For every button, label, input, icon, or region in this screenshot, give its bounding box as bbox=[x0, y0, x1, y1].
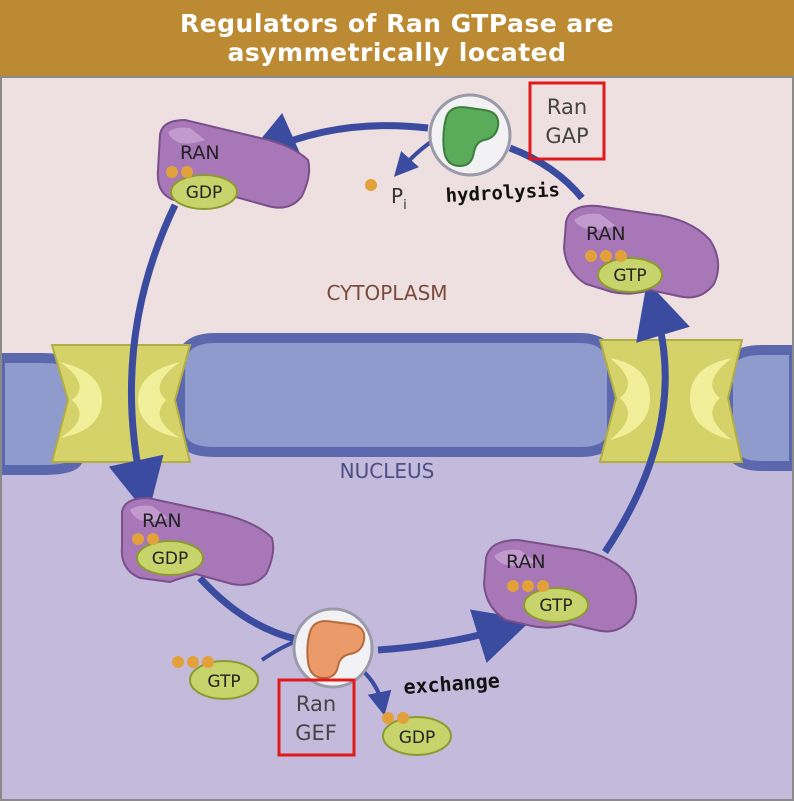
arrow-gef-out bbox=[377, 609, 532, 664]
ran-gtp-cytoplasm: RAN GTP bbox=[562, 204, 720, 299]
title-line-1: Regulators of Ran GTPase are bbox=[179, 9, 615, 38]
ran-gtp-nucleus: RAN GTP bbox=[482, 538, 638, 633]
ran-gap-highlight-box: Ran GAP bbox=[528, 81, 606, 161]
arrow-import bbox=[108, 203, 179, 516]
title-banner: Regulators of Ran GTPase are asymmetrica… bbox=[0, 0, 794, 76]
title-line-2: asymmetrically located bbox=[227, 38, 567, 67]
ran-gef-label-line-1: Ran bbox=[296, 692, 336, 716]
ran-gdp-nucleus-name: RAN bbox=[142, 510, 182, 532]
nuclear-pore-left bbox=[50, 344, 192, 463]
ran-gdp-nucleus-nucleotide: GDP bbox=[152, 549, 189, 569]
arrow-to-gap bbox=[508, 144, 585, 201]
ran-gdp-cytoplasm: RAN GDP bbox=[156, 118, 311, 210]
envelope-segment-center bbox=[175, 333, 617, 457]
ran-gdp-cytoplasm-nucleotide: GDP bbox=[186, 183, 223, 203]
phosphate-dot bbox=[365, 179, 377, 191]
arrow-export bbox=[602, 281, 690, 554]
arrow-gap-out bbox=[242, 113, 429, 165]
diagram-border bbox=[0, 76, 794, 801]
ran-gef-highlight-box: Ran GEF bbox=[277, 678, 356, 757]
ran-gap-label-line-1: Ran bbox=[547, 95, 587, 119]
ran-gap-label-line-2: GAP bbox=[545, 124, 588, 148]
cytoplasm-label: CYTOPLASM bbox=[326, 281, 447, 305]
released-gdp: GDP bbox=[382, 712, 452, 756]
ran-gef-label-line-2: GEF bbox=[295, 721, 337, 745]
free-gtp: GTP bbox=[172, 656, 259, 700]
nucleus-label: NUCLEUS bbox=[340, 459, 435, 483]
free-gtp-label: GTP bbox=[207, 672, 240, 692]
ran-gdp-nucleus: RAN GDP bbox=[120, 496, 275, 586]
ran-gdp-cytoplasm-name: RAN bbox=[180, 142, 220, 164]
ran-gtp-nucleus-nucleotide: GTP bbox=[539, 596, 572, 616]
released-gdp-label: GDP bbox=[399, 728, 436, 748]
ran-gtp-cytoplasm-name: RAN bbox=[586, 223, 626, 245]
ran-gap-enzyme bbox=[428, 93, 512, 177]
nuclear-pore-right bbox=[598, 339, 744, 463]
phosphate-label: Pi bbox=[391, 184, 407, 213]
ran-cycle-diagram: CYTOPLASM NUCLEUS Ran GAP Pi hydrolysis bbox=[0, 76, 794, 801]
ran-gtp-cytoplasm-nucleotide: GTP bbox=[613, 266, 646, 286]
ran-gef-enzyme bbox=[292, 607, 374, 689]
arrow-to-gef bbox=[197, 575, 301, 644]
ran-gtp-nucleus-name: RAN bbox=[506, 551, 546, 573]
